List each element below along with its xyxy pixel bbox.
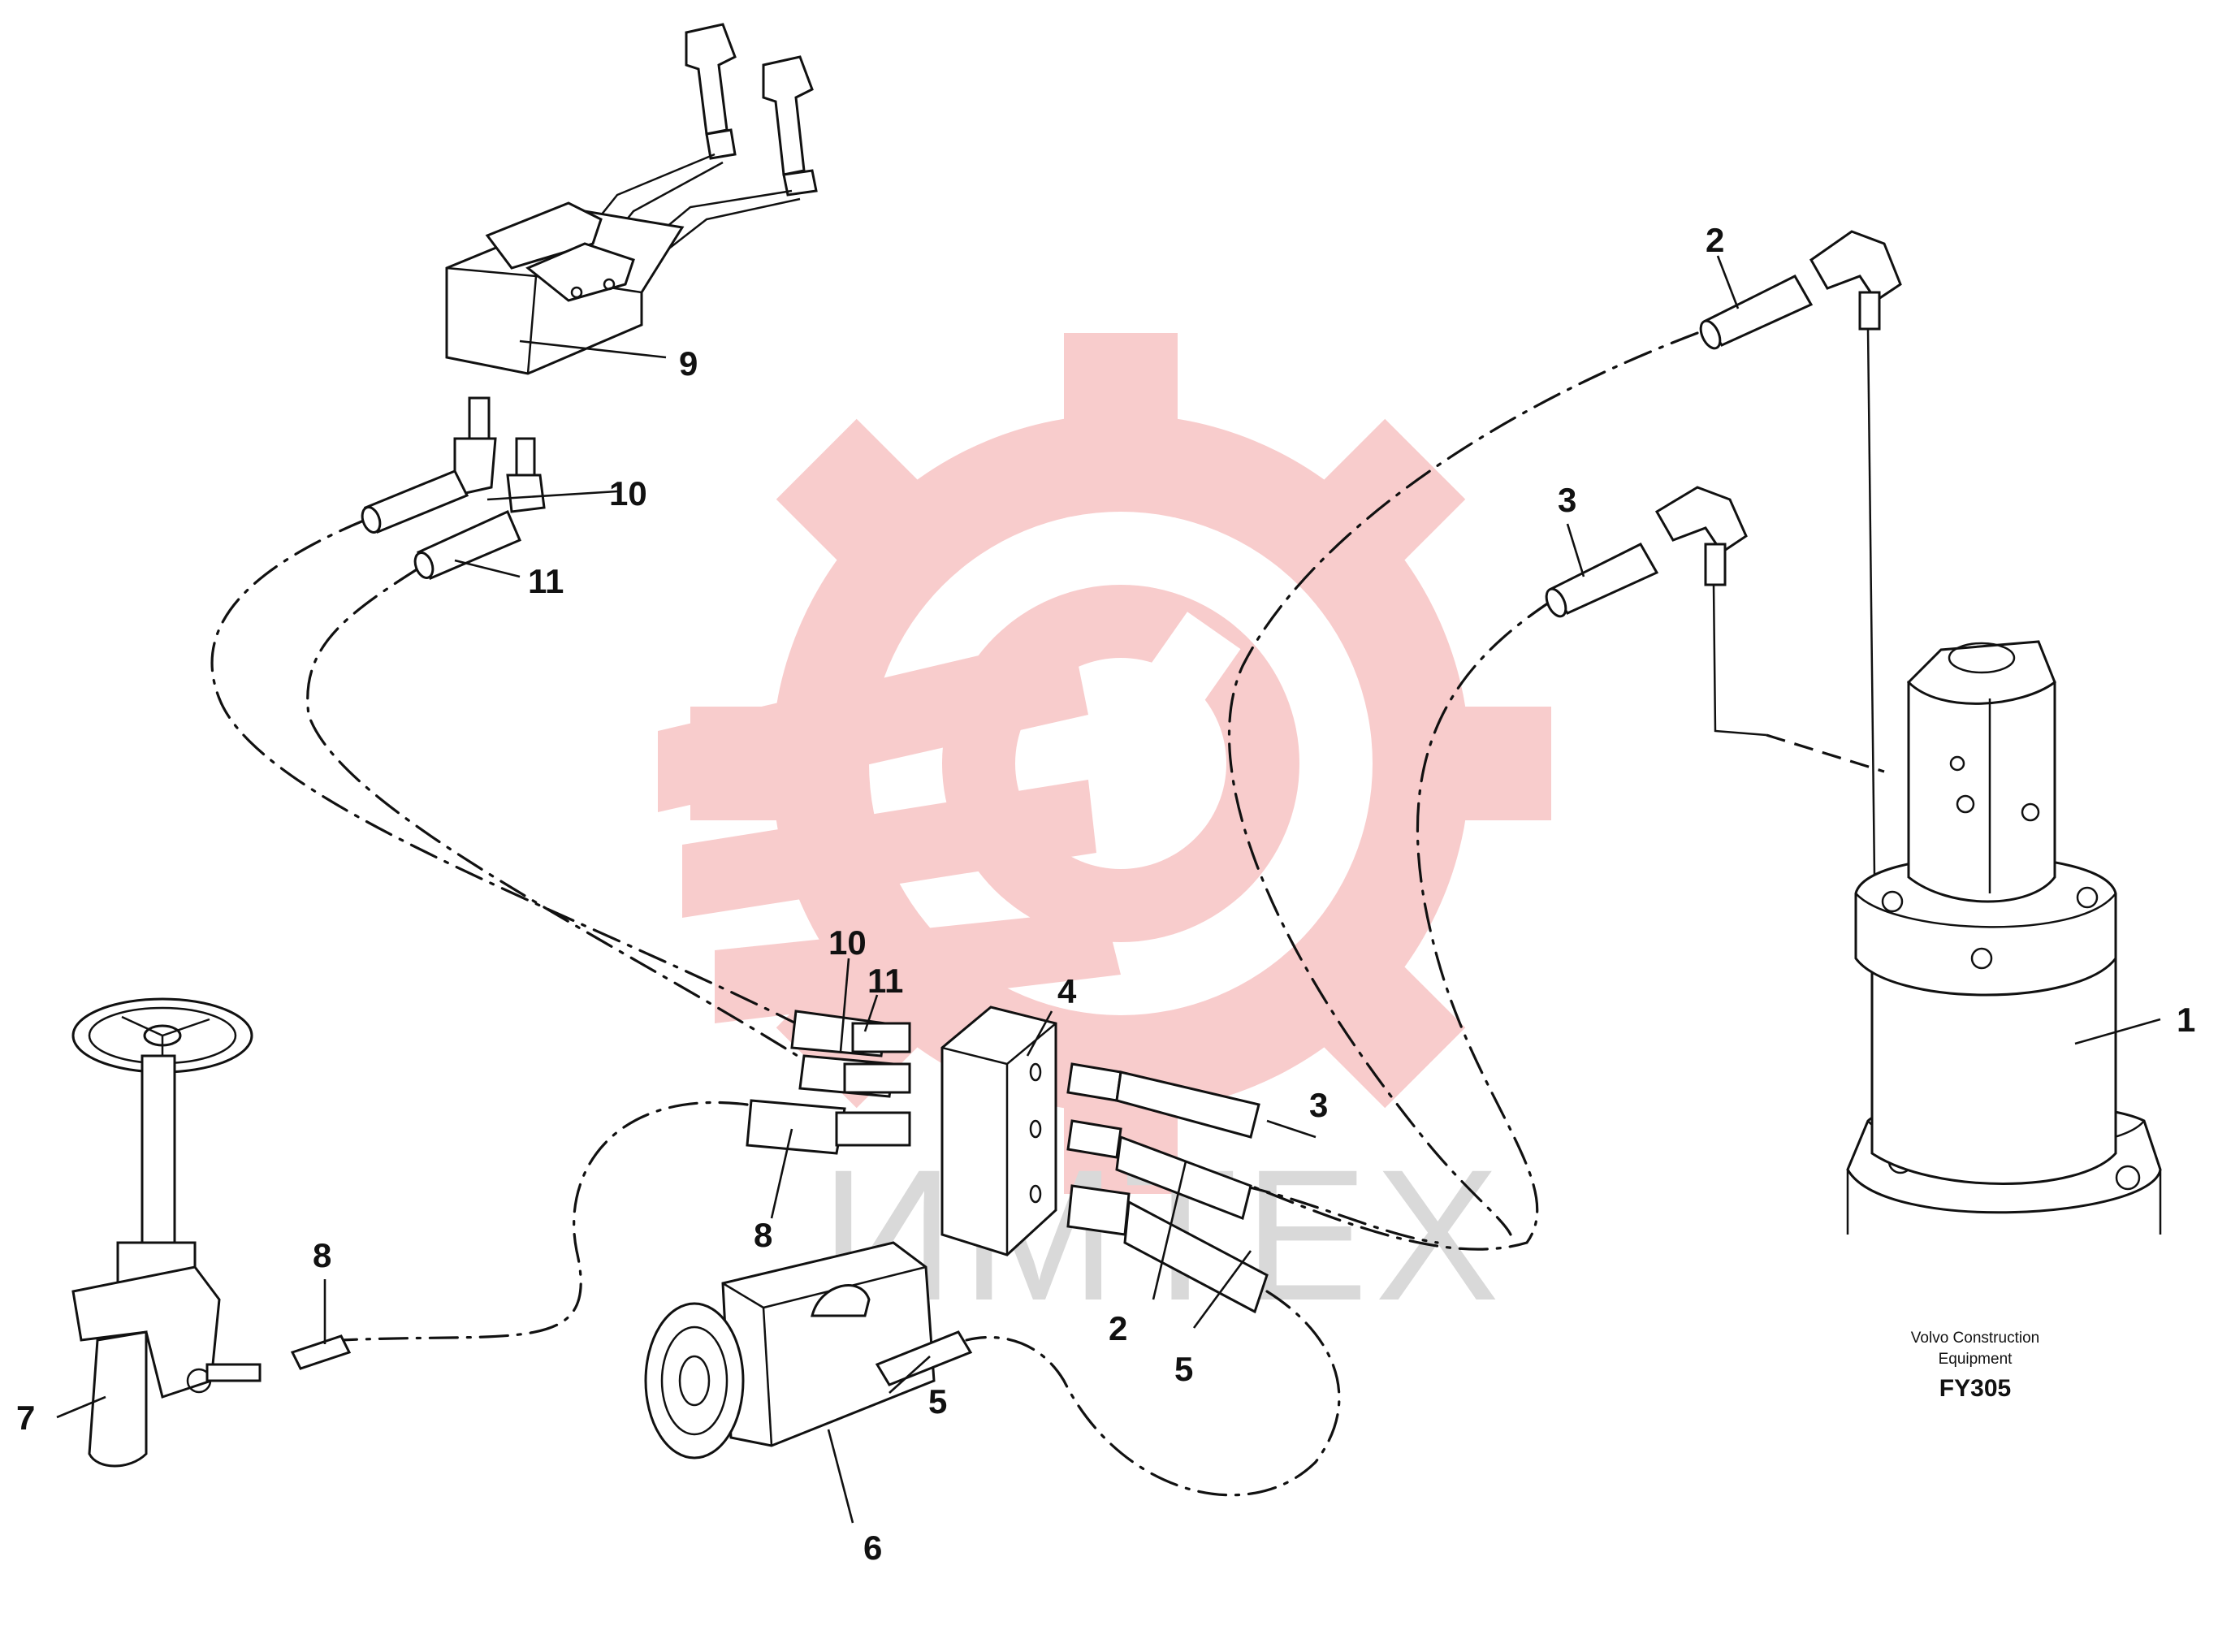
- credit-line-2: Equipment: [1939, 1351, 2013, 1368]
- callout-11: 11: [528, 562, 564, 600]
- steering-column: [71, 997, 352, 1468]
- callout-2: 2: [1109, 1309, 1127, 1347]
- pedal-valve: [361, 23, 818, 580]
- leader-lines: [56, 255, 2161, 1524]
- distribution-block: [746, 1005, 1269, 1314]
- manufacturer-credit: Volvo Construction Equipment FY305: [1911, 1330, 2039, 1402]
- hose-lines: [210, 328, 1885, 1497]
- callout-3: 3: [1309, 1086, 1328, 1124]
- watermark-gear-logo: [658, 333, 1551, 1194]
- callout-4: 4: [1057, 972, 1077, 1010]
- callout-7: 7: [16, 1399, 35, 1437]
- callout-11: 11: [867, 962, 903, 1000]
- callout-5: 5: [1174, 1350, 1193, 1388]
- hydraulic-motor: [644, 1241, 973, 1460]
- callout-3: 3: [1558, 481, 1576, 519]
- callout-9: 9: [679, 344, 698, 383]
- elbow-fittings: [1545, 230, 1902, 618]
- callout-6: 6: [863, 1529, 882, 1567]
- callout-8: 8: [754, 1216, 772, 1254]
- credit-line-1: Volvo Construction: [1911, 1330, 2039, 1347]
- callout-8: 8: [313, 1236, 331, 1274]
- callout-2: 2: [1706, 221, 1724, 259]
- callout-10: 10: [609, 474, 647, 512]
- callout-10: 10: [828, 923, 867, 962]
- callout-5: 5: [928, 1382, 947, 1421]
- callout-1: 1: [2177, 1001, 2195, 1039]
- drawing-code: FY305: [1939, 1375, 2011, 1402]
- callout-labels: 1 2 2 3 3 4 5 5 6 7 8 8 9 10 10 11 11: [16, 221, 2195, 1567]
- steering-unit: [1846, 640, 2162, 1235]
